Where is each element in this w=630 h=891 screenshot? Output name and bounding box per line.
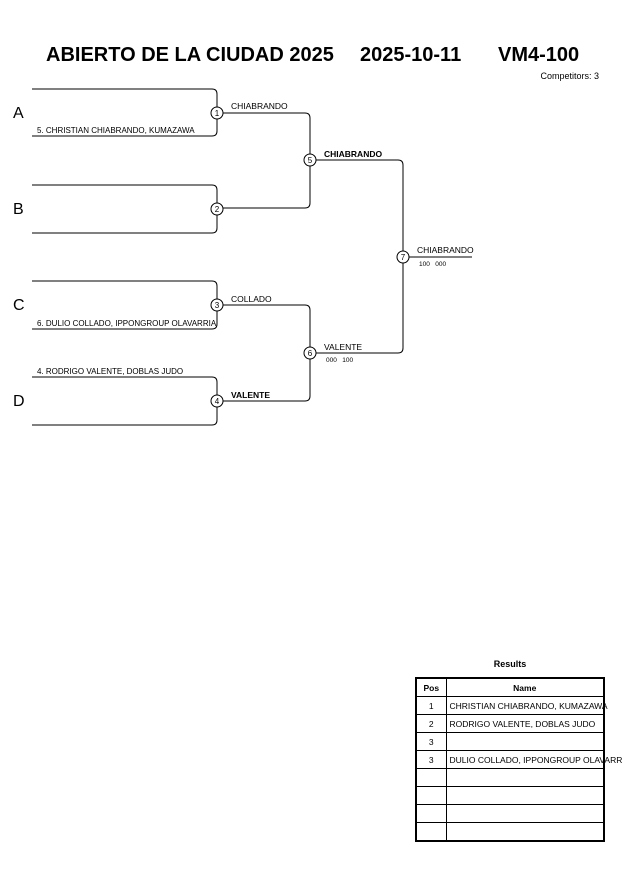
result-name: DULIO COLLADO, IPPONGROUP OLAVARR	[445, 750, 622, 769]
pool-d-label: D	[13, 393, 25, 410]
entry-c-bottom: 6. DULIO COLLADO, IPPONGROUP OLAVARRIA	[37, 319, 217, 328]
results-header-name: Name	[445, 677, 605, 697]
result-name	[445, 732, 605, 751]
match-6-winner: VALENTE	[324, 342, 362, 352]
results-header-row: Pos Name	[415, 677, 605, 697]
pool-c-label: C	[13, 297, 25, 314]
result-pos: 3	[415, 732, 447, 751]
results-header-pos: Pos	[415, 677, 447, 697]
result-name: RODRIGO VALENTE, DOBLAS JUDO	[445, 714, 605, 733]
entry-d-top: 4. RODRIGO VALENTE, DOBLAS JUDO	[37, 367, 183, 376]
match-1-winner: CHIABRANDO	[231, 101, 288, 111]
event-date: 2025-10-11	[360, 44, 462, 66]
competitors-count: Competitors: 3	[540, 71, 599, 81]
result-pos: 1	[415, 696, 447, 715]
entry-a-bottom: 5. CHRISTIAN CHIABRANDO, KUMAZAWA	[37, 126, 195, 135]
result-pos: 3	[415, 750, 447, 769]
result-name	[445, 768, 605, 787]
table-row: 1 CHRISTIAN CHIABRANDO, KUMAZAWA	[415, 696, 608, 715]
match-7-score: 100 000	[419, 261, 446, 268]
result-name	[445, 804, 605, 823]
result-pos: 2	[415, 714, 447, 733]
event-title: ABIERTO DE LA CIUDAD 2025	[46, 44, 334, 66]
match-5-number: 5	[308, 156, 313, 165]
match-6-node: 6	[303, 346, 317, 360]
result-pos	[415, 768, 447, 787]
table-row	[415, 804, 605, 823]
match-6-number: 6	[308, 349, 313, 358]
match-7-node: 7	[396, 250, 410, 264]
pool-b-label: B	[13, 201, 24, 218]
match-1-node: 1	[210, 106, 224, 120]
match-3-node: 3	[210, 298, 224, 312]
result-name	[445, 822, 605, 842]
result-pos	[415, 822, 447, 842]
table-row	[415, 768, 605, 787]
match-7-number: 7	[401, 253, 406, 262]
result-name	[445, 786, 605, 805]
table-row: 3 DULIO COLLADO, IPPONGROUP OLAVARR	[415, 750, 622, 769]
table-row: 2 RODRIGO VALENTE, DOBLAS JUDO	[415, 714, 605, 733]
match-2-node: 2	[210, 202, 224, 216]
table-row: 3	[415, 732, 605, 751]
pool-a-label: A	[13, 105, 24, 122]
match-4-number: 4	[215, 397, 220, 406]
match-3-number: 3	[215, 301, 220, 310]
results-table: Pos Name 1 CHRISTIAN CHIABRANDO, KUMAZAW…	[415, 677, 622, 842]
match-5-node: 5	[303, 153, 317, 167]
results-title: Results	[493, 659, 527, 669]
result-name: CHRISTIAN CHIABRANDO, KUMAZAWA	[445, 696, 608, 715]
match-2-number: 2	[215, 205, 220, 214]
result-pos	[415, 804, 447, 823]
match-6-score: 000 100	[326, 357, 353, 364]
match-5-winner: CHIABRANDO	[324, 149, 382, 159]
match-4-node: 4	[210, 394, 224, 408]
table-row	[415, 786, 605, 805]
match-7-winner: CHIABRANDO	[417, 245, 474, 255]
table-row	[415, 822, 605, 842]
category-code: VM4-100	[498, 44, 580, 66]
match-1-number: 1	[215, 109, 220, 118]
result-pos	[415, 786, 447, 805]
match-3-winner: COLLADO	[231, 294, 272, 304]
match-4-winner: VALENTE	[231, 390, 270, 400]
